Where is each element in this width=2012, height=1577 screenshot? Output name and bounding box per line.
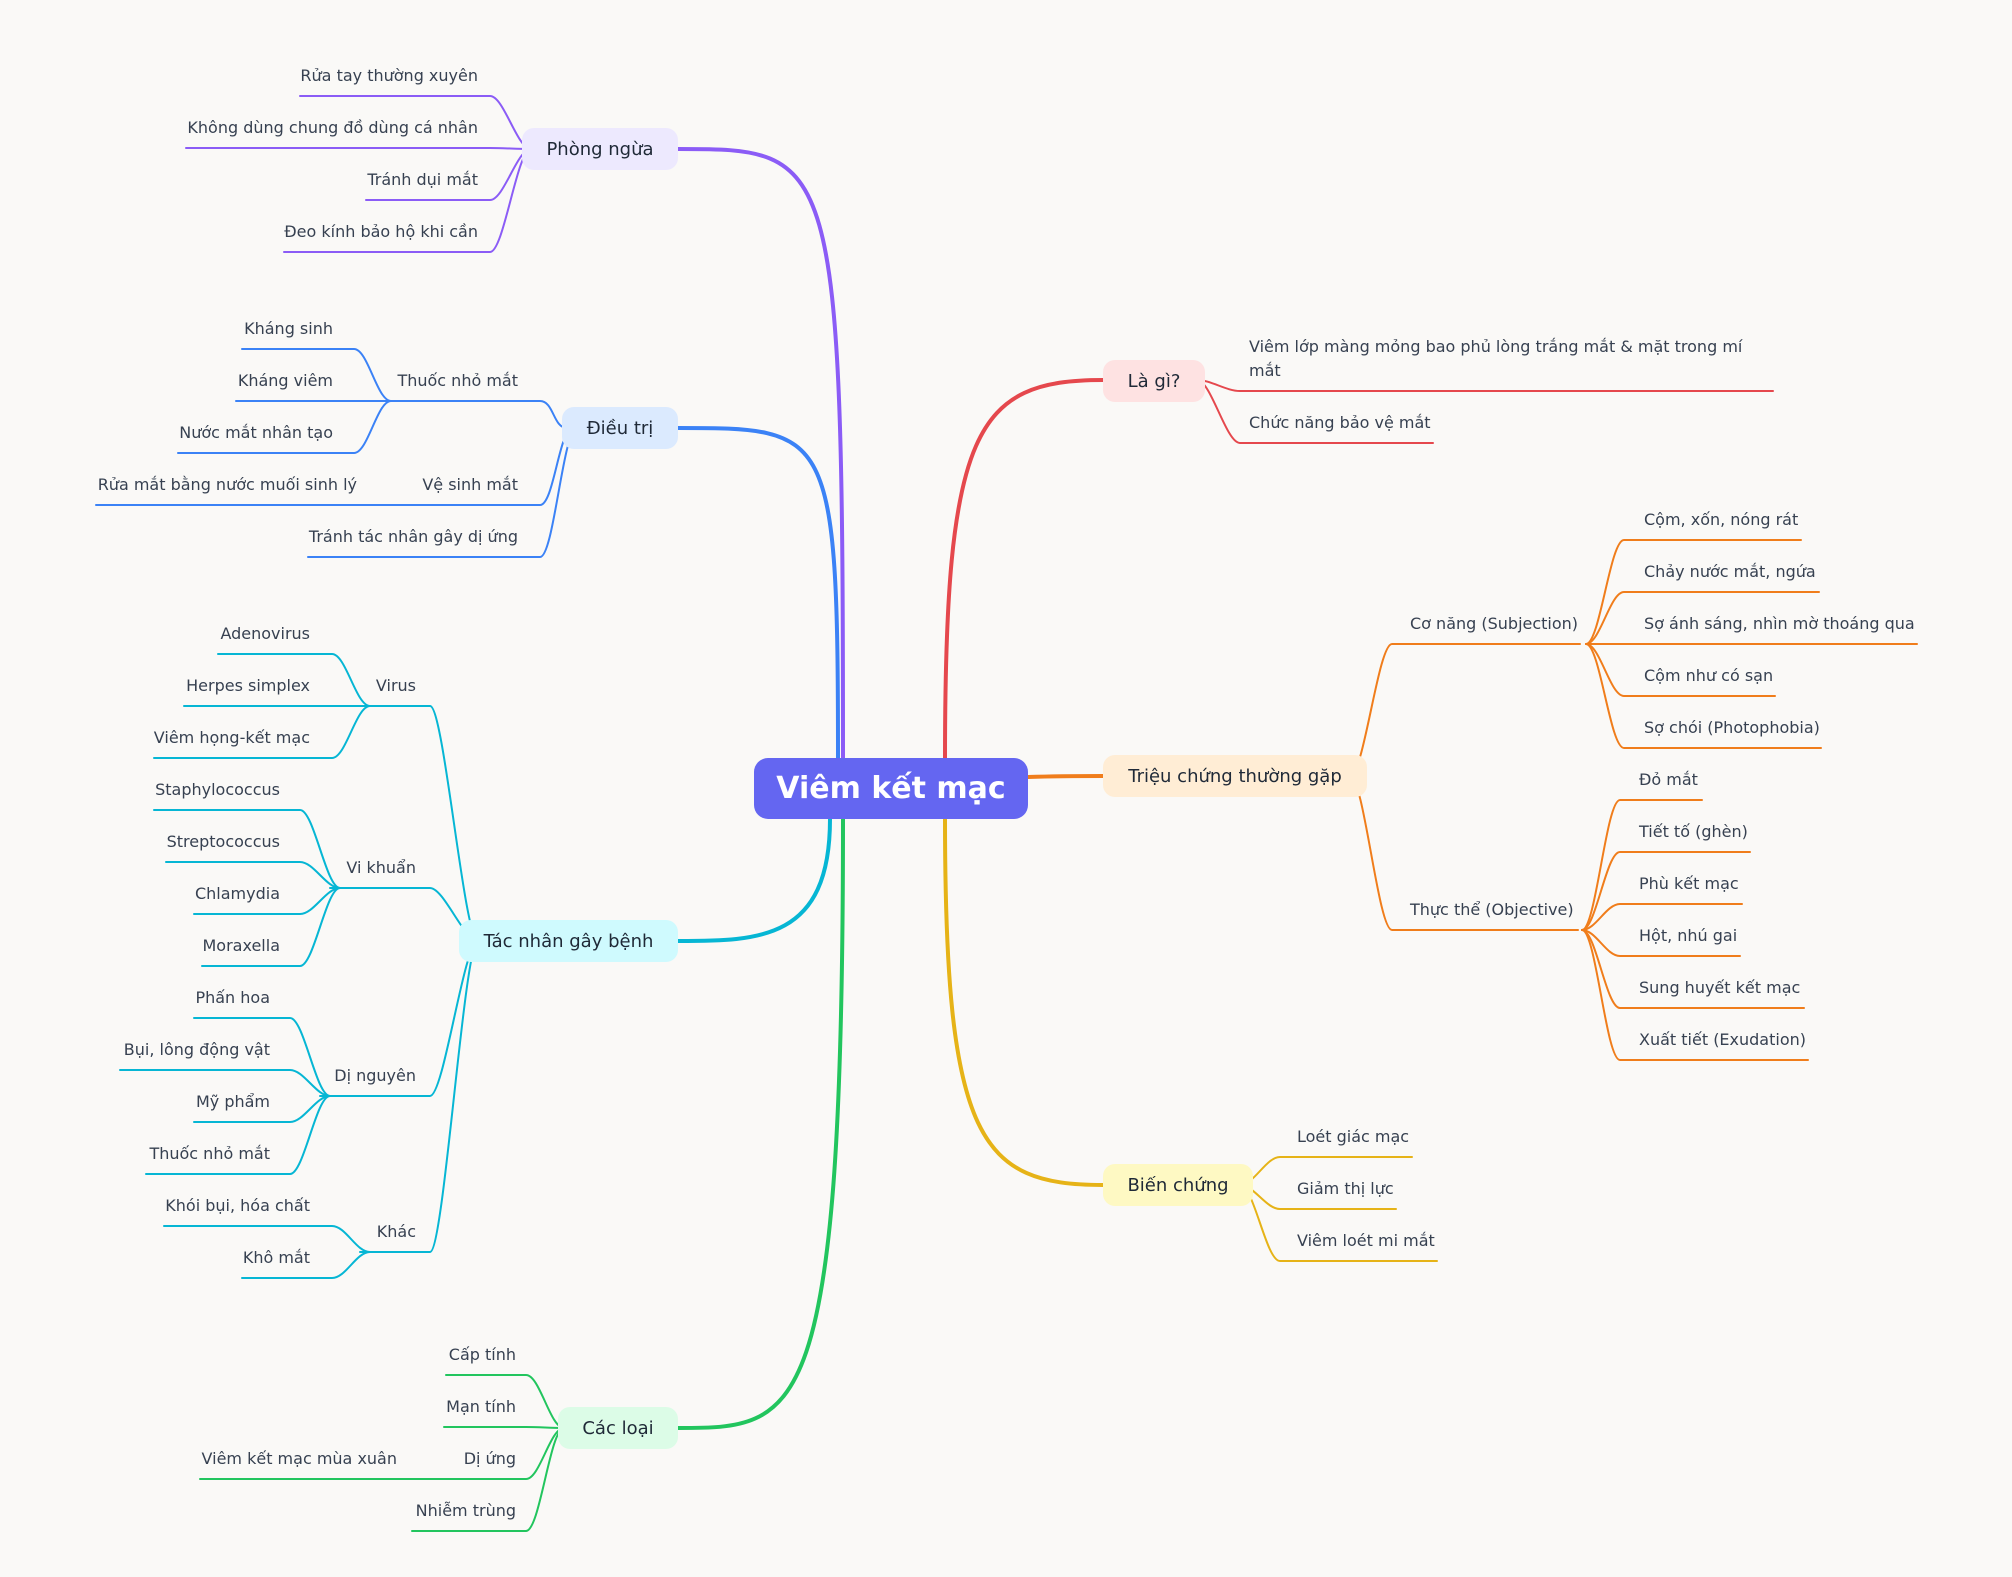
branch-bien-chung[interactable]: Biến chứng <box>1103 1164 1253 1206</box>
connector-5 <box>241 348 392 402</box>
connector-35 <box>1585 539 1802 645</box>
branch-tac-nhan[interactable]: Tác nhân gây bệnh <box>459 920 678 962</box>
leaf-viem-loet-mi: Viêm loét mi mắt <box>1297 1231 1435 1250</box>
leaf-dinh-nghia-1: Viêm lớp màng mỏng bao phủ lòng trắng mắ… <box>1249 337 1743 356</box>
connector-bien-chung <box>943 817 1105 1187</box>
leaf-com-xon: Cộm, xốn, nóng rát <box>1644 510 1799 529</box>
leaf-nhiem-trung: Nhiễm trùng <box>415 1501 516 1520</box>
leaf-man-tinh: Mạn tính <box>446 1397 516 1416</box>
leaf-bui-long: Bụi, lông động vật <box>123 1040 270 1059</box>
leaf-rua-mat-nuoc-muoi: Rửa mắt bằng nước muối sinh lý <box>97 475 357 494</box>
connector-4 <box>382 400 568 429</box>
leaf-thuoc-nho-mat-2: Thuốc nhỏ mắt <box>149 1144 270 1163</box>
connector-tac-nhan <box>676 817 832 943</box>
connector-11 <box>359 705 479 942</box>
sub-di-ung: Dị ứng <box>463 1449 516 1468</box>
leaf-adenovirus: Adenovirus <box>220 624 310 643</box>
connector-1 <box>185 147 532 150</box>
connector-18 <box>193 887 341 915</box>
leaf-staphylococcus: Staphylococcus <box>155 780 280 799</box>
leaf-khoi-bui: Khói bụi, hóa chất <box>165 1196 310 1215</box>
sub-thuoc-nho-mat: Thuốc nhỏ mắt <box>397 371 518 390</box>
connector-16 <box>153 809 341 889</box>
connector-26 <box>163 1225 371 1253</box>
leaf-so-choi: Sợ chói (Photophobia) <box>1644 718 1820 737</box>
leaf-tranh-dui-mat: Tránh dụi mắt <box>367 170 478 189</box>
sub-khac: Khác <box>376 1222 416 1241</box>
connector-34 <box>1349 643 1581 777</box>
leaf-my-pham: Mỹ phẩm <box>195 1092 270 1111</box>
leaf-nuoc-mat-nhan-tao: Nước mắt nhân tạo <box>179 423 333 442</box>
sub-virus: Virus <box>375 676 416 695</box>
connector-24 <box>145 1095 331 1175</box>
connector-15 <box>329 887 479 942</box>
connector-43 <box>1581 903 1743 931</box>
branch-trieu-chung[interactable]: Triệu chứng thường gặp <box>1103 755 1367 797</box>
leaf-kho-mat: Khô mắt <box>242 1248 310 1267</box>
sub-co-nang: Cơ năng (Subjection) <box>1410 614 1579 633</box>
connector-21 <box>193 1017 331 1097</box>
connector-39 <box>1585 643 1822 749</box>
connector-17 <box>165 861 341 889</box>
leaf-cap-tinh: Cấp tính <box>448 1345 516 1364</box>
leaf-chlamydia: Chlamydia <box>194 884 280 903</box>
leaf-xuat-tiet: Xuất tiết (Exudation) <box>1639 1030 1806 1049</box>
connector-cac-loai <box>676 817 845 1430</box>
sub-thuc-the: Thực thể (Objective) <box>1410 900 1574 919</box>
leaf-mua-xuan: Viêm kết mạc mùa xuân <box>201 1449 397 1468</box>
branch-cac-loai[interactable]: Các loại <box>558 1407 678 1449</box>
leaf-giam-thi-luc: Giảm thị lực <box>1297 1179 1394 1198</box>
leaf-so-anh-sang: Sợ ánh sáng, nhìn mờ thoáng qua <box>1644 614 1915 633</box>
leaf-tiet-to: Tiết tố (ghèn) <box>1639 822 1748 841</box>
connector-phong-ngua <box>676 147 845 760</box>
leaf-loet-giac-mac: Loét giác mạc <box>1297 1127 1410 1146</box>
leaf-dinh-nghia-2: mắt <box>1249 361 1281 380</box>
branch-phong-ngua[interactable]: Phòng ngừa <box>522 128 678 170</box>
root-node[interactable]: Viêm kết mạc <box>754 758 1028 819</box>
connector-32 <box>1196 379 1774 392</box>
connector-19 <box>201 887 341 967</box>
connector-12 <box>217 653 371 707</box>
branch-la-gi[interactable]: Là gì? <box>1103 360 1205 402</box>
connector-29 <box>443 1426 565 1429</box>
connector-trieu-chung <box>1026 774 1105 779</box>
sub-ve-sinh-mat: Vệ sinh mắt <box>422 475 518 494</box>
leaf-herpes: Herpes simplex <box>186 676 310 695</box>
leaf-moraxella: Moraxella <box>202 936 281 955</box>
leaf-tranh-tac-nhan: Tránh tác nhân gây dị ứng <box>308 527 518 546</box>
connector-dieu-tri <box>676 426 840 760</box>
connector-42 <box>1581 851 1751 931</box>
sub-vi-khuan: Vi khuẩn <box>346 858 416 877</box>
leaf-do-mat: Đỏ mắt <box>1639 770 1698 789</box>
connector-44 <box>1581 929 1741 957</box>
connector-22 <box>119 1069 331 1097</box>
leaf-phu-ket-mac: Phù kết mạc <box>1639 874 1739 893</box>
leaf-rua-tay: Rửa tay thường xuyên <box>300 66 478 85</box>
leaf-phan-hoa: Phấn hoa <box>195 988 270 1007</box>
leaf-chay-nuoc-mat: Chảy nước mắt, ngứa <box>1644 562 1816 581</box>
connector-46 <box>1581 929 1809 1061</box>
connector-36 <box>1585 591 1820 645</box>
leaf-streptococcus: Streptococcus <box>166 832 280 851</box>
leaf-hot-nhu-gai: Hột, nhú gai <box>1639 926 1738 945</box>
leaf-com-nhu-san: Cộm như có sạn <box>1644 666 1774 685</box>
connector-38 <box>1585 643 1776 697</box>
leaf-chuc-nang: Chức năng bảo vệ mắt <box>1249 413 1431 432</box>
leaf-viem-hong: Viêm họng-kết mạc <box>153 728 310 747</box>
leaf-deo-kinh: Đeo kính bảo hộ khi cần <box>284 222 478 241</box>
connector-la-gi <box>943 378 1105 760</box>
leaf-khong-dung-chung: Không dùng chung đồ dùng cá nhân <box>187 118 478 137</box>
connector-7 <box>177 400 392 454</box>
leaf-sung-huyet: Sung huyết kết mạc <box>1639 978 1801 997</box>
connector-14 <box>153 705 371 759</box>
connector-41 <box>1581 799 1703 931</box>
leaf-khang-viem: Kháng viêm <box>237 371 333 390</box>
sub-di-nguyen: Dị nguyên <box>334 1066 416 1085</box>
leaf-khang-sinh: Kháng sinh <box>244 319 333 338</box>
connector-23 <box>193 1095 331 1123</box>
connector-27 <box>241 1251 371 1279</box>
branch-dieu-tri[interactable]: Điều trị <box>562 407 678 449</box>
